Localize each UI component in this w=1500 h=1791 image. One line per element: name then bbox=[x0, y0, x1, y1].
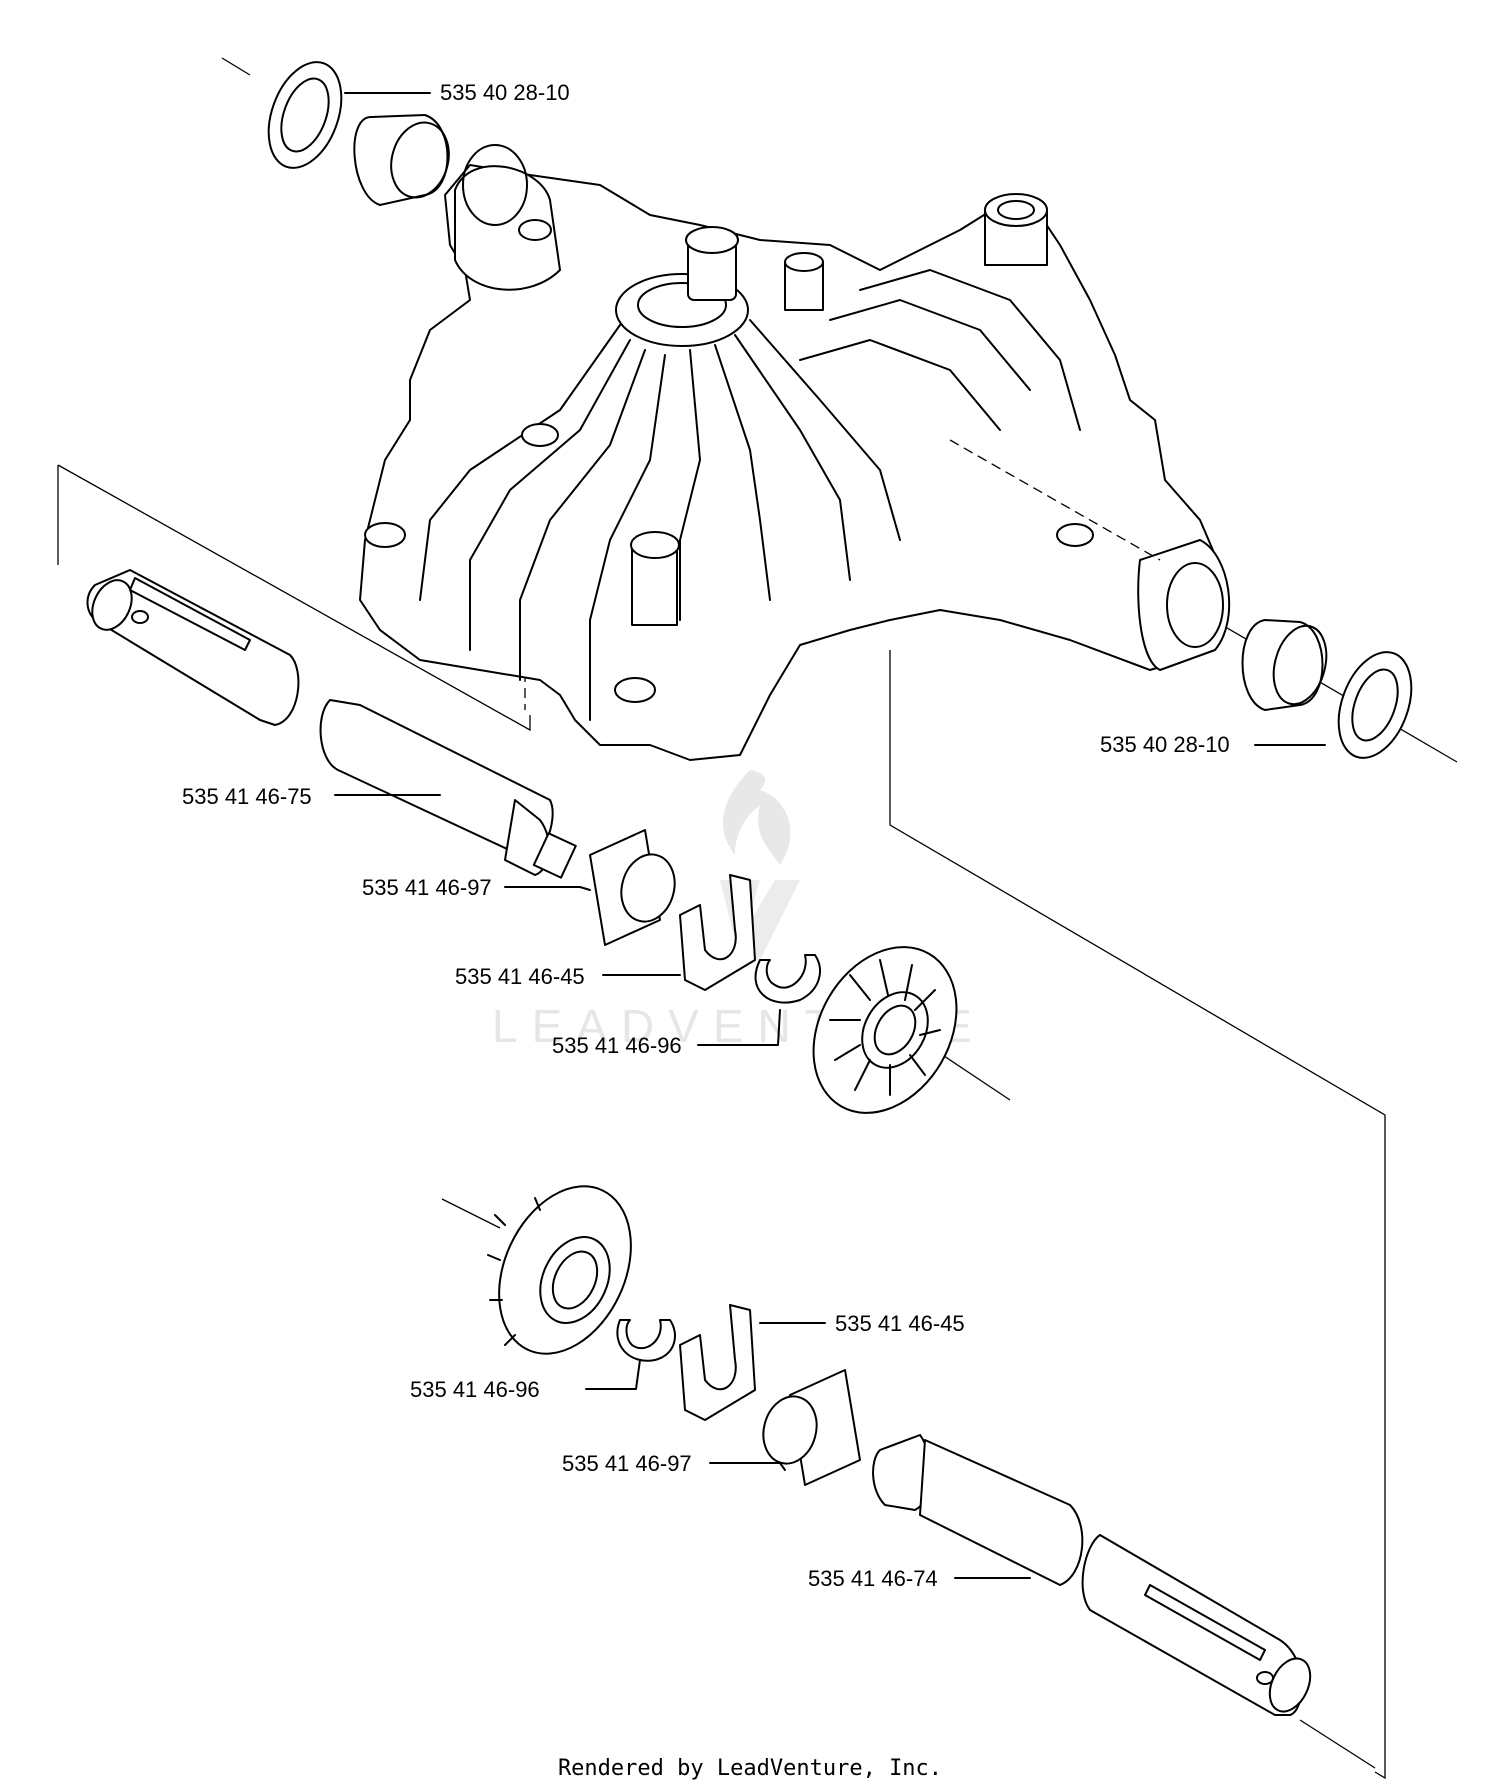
shim-upper bbox=[679, 874, 756, 991]
callout-shim-lower-45: 535 41 46-45 bbox=[835, 1311, 965, 1336]
axle-lower-group bbox=[872, 1434, 1312, 1716]
footer-credit: Rendered by LeadVenture, Inc. bbox=[558, 1756, 942, 1781]
callout-washer-upper-97: 535 41 46-97 bbox=[362, 875, 492, 900]
seal-right bbox=[1337, 651, 1413, 759]
shim-lower-group bbox=[679, 1304, 826, 1421]
shim-upper-group bbox=[602, 874, 756, 991]
callout-axle-upper: 535 41 46-75 bbox=[182, 784, 312, 809]
axle-lower-end bbox=[1081, 1534, 1303, 1716]
callout-seal-right: 535 40 28-10 bbox=[1100, 732, 1230, 757]
shim-lower bbox=[679, 1304, 756, 1421]
transaxle-housing bbox=[359, 144, 1231, 761]
leadventure-flame-logo bbox=[723, 770, 791, 865]
bushing-right bbox=[1241, 619, 1324, 711]
seal-top bbox=[267, 61, 343, 169]
right-bearing-tube bbox=[1137, 539, 1231, 671]
ring-lower-group bbox=[585, 1319, 676, 1390]
axle-upper-end bbox=[86, 569, 300, 726]
bevel-gear-lower bbox=[487, 1185, 632, 1355]
washer-upper-group bbox=[504, 829, 676, 946]
seal-right-group bbox=[1241, 619, 1413, 759]
callout-washer-lower-97: 535 41 46-97 bbox=[562, 1451, 692, 1476]
ring-upper-group bbox=[697, 954, 821, 1046]
washer-lower-group bbox=[709, 1369, 861, 1486]
callout-shim-upper-45: 535 41 46-45 bbox=[455, 964, 585, 989]
left-bearing-tube bbox=[454, 165, 561, 291]
axle-lower-shaft bbox=[919, 1439, 1084, 1586]
ring-upper bbox=[754, 954, 821, 1004]
ring-lower bbox=[616, 1319, 676, 1362]
callout-ring-lower-96: 535 41 46-96 bbox=[410, 1377, 540, 1402]
callout-ring-upper-96: 535 41 46-96 bbox=[552, 1033, 682, 1058]
housing-outline bbox=[359, 164, 1216, 761]
callout-axle-lower: 535 41 46-74 bbox=[808, 1566, 938, 1591]
bevel-gear-upper bbox=[812, 946, 958, 1114]
callout-seal-top: 535 40 28-10 bbox=[440, 80, 570, 105]
axle-upper-group bbox=[86, 569, 577, 879]
seal-top-group bbox=[267, 61, 450, 206]
